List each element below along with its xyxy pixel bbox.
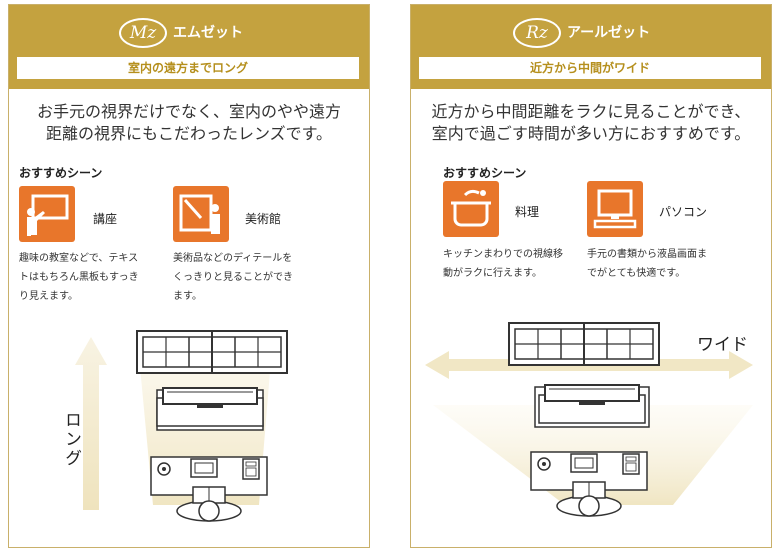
brand-name: アールゼット bbox=[567, 25, 651, 41]
scene-text-line: 手元の書類から液晶画面ま bbox=[587, 249, 707, 260]
scene-label: 講座 bbox=[93, 212, 118, 226]
scene-label: 料理 bbox=[515, 205, 540, 219]
scene-text-line: トはもちろん黒板もすっき bbox=[19, 272, 139, 283]
window-icon bbox=[136, 330, 288, 374]
scene-label: パソコン bbox=[659, 205, 708, 219]
museum-icon bbox=[173, 186, 229, 242]
recommend-title: おすすめシーン bbox=[443, 166, 527, 180]
description-line: 距離の視界にもこだわったレンズです。 bbox=[45, 124, 333, 143]
room-illustration bbox=[425, 322, 753, 517]
scene-text: 美術品などのディテールを くっきりと見ることができ ます。 bbox=[173, 249, 293, 306]
scene-text-line: キッチンまわりでの視線移 bbox=[443, 249, 563, 260]
window-icon bbox=[508, 322, 660, 366]
cooking-pot-icon bbox=[443, 181, 499, 237]
mz-logo: Mz bbox=[119, 18, 167, 48]
scene-text: 手元の書類から液晶画面ま でがとても快適です。 bbox=[587, 245, 707, 283]
rz-logo: Rz bbox=[513, 18, 561, 48]
direction-label: ロング bbox=[61, 411, 81, 468]
scene-text: 趣味の教室などで、テキス トはもちろん黒板もすっき り見えます。 bbox=[19, 249, 139, 306]
tagline: 近方から中間がワイド bbox=[419, 57, 761, 79]
scene-text-line: 美術品などのディテールを bbox=[173, 253, 293, 264]
scene-text-line: でがとても快適です。 bbox=[587, 268, 686, 279]
scene-text-line: くっきりと見ることができ bbox=[173, 272, 293, 283]
brand-name: エムゼット bbox=[173, 25, 243, 41]
description-line: 近方から中間距離をラクに見ることができ、 bbox=[431, 102, 751, 121]
panel-header: Mz エムゼット 室内の遠方までロング bbox=[9, 5, 369, 89]
scene-text-line: 趣味の教室などで、テキス bbox=[19, 253, 139, 264]
tv-icon bbox=[538, 384, 646, 424]
scene-text-line: ます。 bbox=[173, 291, 202, 302]
mz-lens-panel: Mz エムゼット 室内の遠方までロング お手元の視界だけでなく、室内のやや遠方 … bbox=[8, 4, 370, 548]
description-line: お手元の視界だけでなく、室内のやや遠方 bbox=[36, 102, 341, 121]
desk-icon bbox=[150, 456, 268, 522]
tv-icon bbox=[156, 387, 264, 427]
scene-text-line: り見えます。 bbox=[19, 291, 78, 302]
scene-text-line: 動がラクに行えます。 bbox=[443, 268, 542, 279]
desk-icon bbox=[530, 451, 648, 517]
description-line: 室内で過ごす時間が多い方におすすめです。 bbox=[431, 124, 751, 143]
panel-header: Rz アールゼット 近方から中間がワイド bbox=[411, 5, 771, 89]
computer-icon bbox=[587, 181, 643, 237]
lecture-icon bbox=[19, 186, 75, 242]
recommend-title: おすすめシーン bbox=[19, 166, 103, 180]
description: 近方から中間距離をラクに見ることができ、 室内で過ごす時間が多い方におすすめです… bbox=[419, 101, 763, 145]
description: お手元の視界だけでなく、室内のやや遠方 距離の視界にもこだわったレンズです。 bbox=[17, 101, 361, 145]
room-illustration bbox=[75, 330, 288, 522]
direction-label: ワイド bbox=[697, 335, 748, 355]
scene-label: 美術館 bbox=[245, 212, 282, 226]
tagline: 室内の遠方までロング bbox=[17, 57, 359, 79]
rz-lens-panel: Rz アールゼット 近方から中間がワイド 近方から中間距離をラクに見ることができ… bbox=[410, 4, 772, 548]
long-arrow bbox=[75, 337, 107, 510]
scene-text: キッチンまわりでの視線移 動がラクに行えます。 bbox=[443, 245, 563, 283]
